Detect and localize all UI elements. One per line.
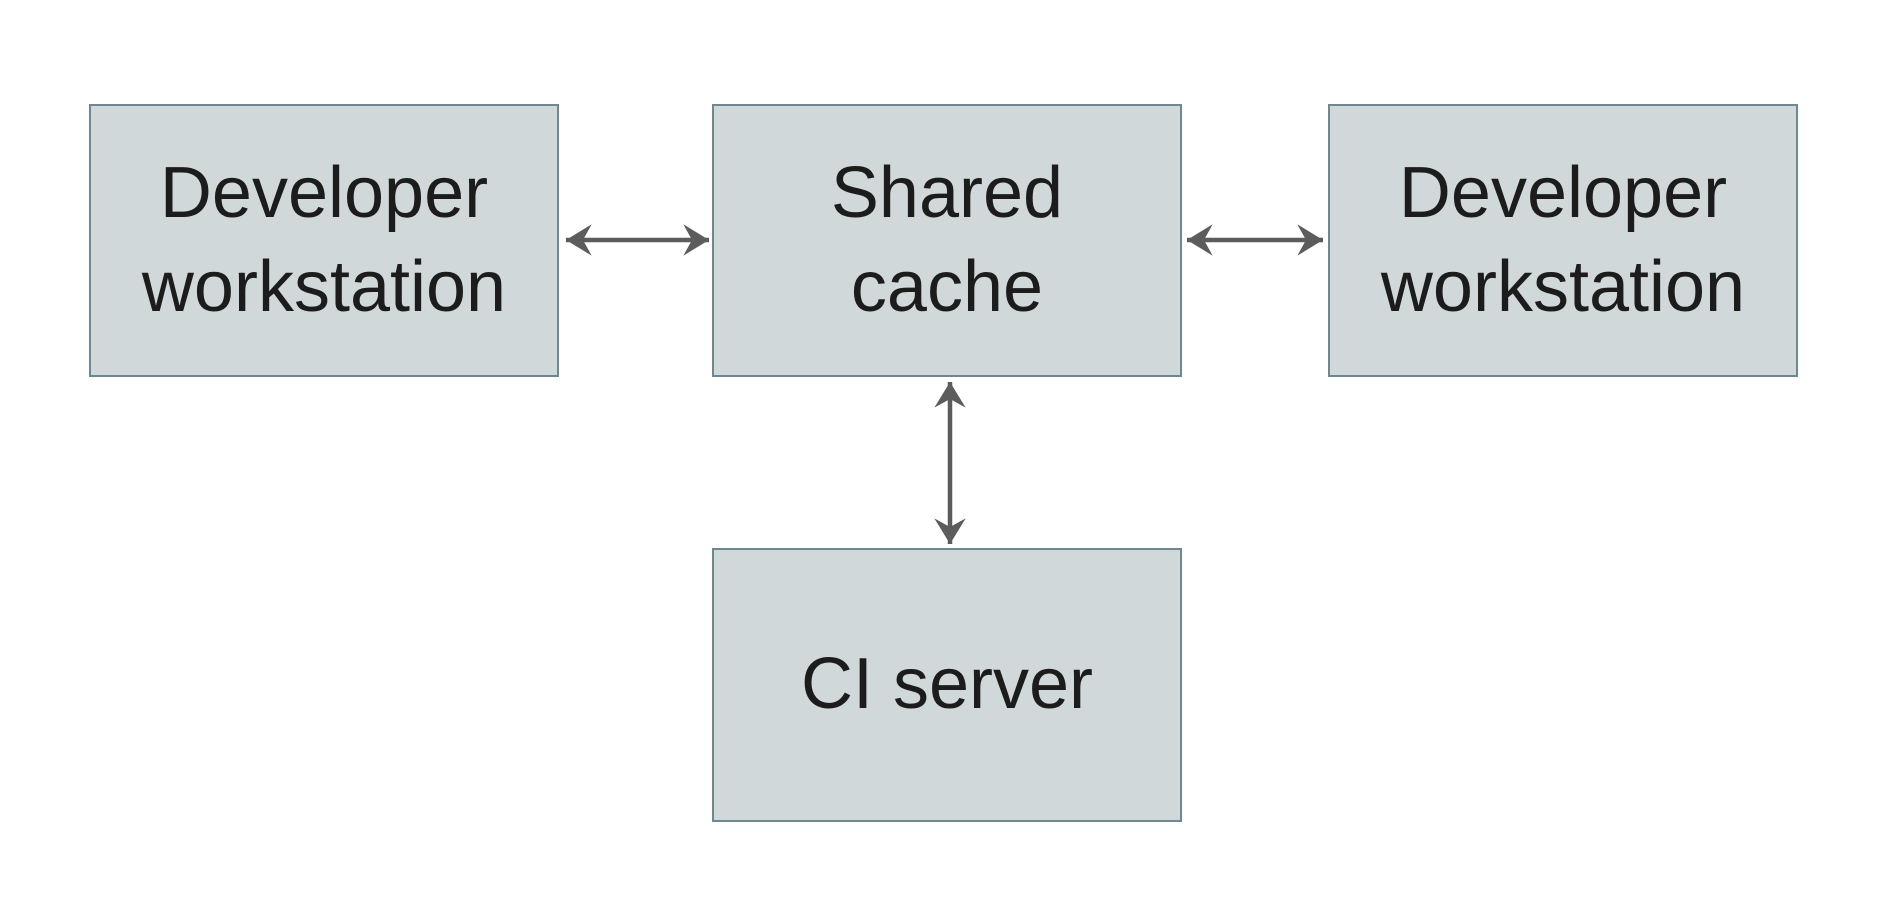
node-ci-server: CI server — [712, 548, 1182, 822]
node-shared-cache-label: Shared cache — [830, 152, 1064, 327]
node-developer-workstation-right-label: Developer workstation — [1380, 152, 1746, 327]
node-developer-workstation-left-label: Developer workstation — [141, 152, 507, 327]
node-developer-workstation-right: Developer workstation — [1328, 104, 1798, 377]
node-developer-workstation-left: Developer workstation — [89, 104, 559, 377]
node-shared-cache: Shared cache — [712, 104, 1182, 377]
node-ci-server-label: CI server — [800, 644, 1094, 725]
